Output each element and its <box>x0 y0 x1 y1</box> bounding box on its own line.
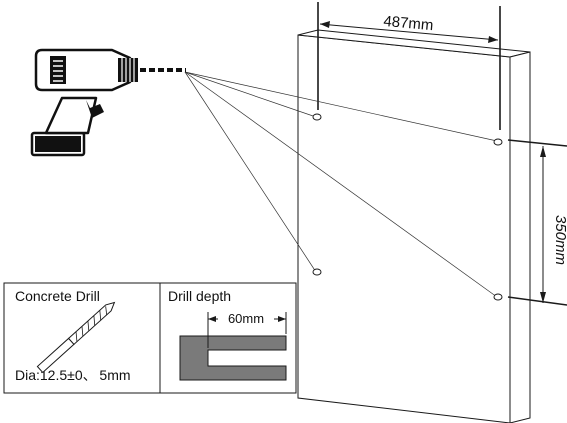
height-ext-line-bottom <box>507 296 567 306</box>
height-ext-line-top <box>507 139 567 147</box>
wall-panel-front <box>297 34 511 423</box>
aim-line-top-right <box>184 71 498 142</box>
height-arrow-top <box>540 146 546 157</box>
hole-bottom-left <box>312 268 322 276</box>
height-dimension <box>507 139 567 306</box>
depth-value-label: 60mm <box>228 311 264 326</box>
hole-bottom-right <box>493 293 503 301</box>
drill-dia-label: Dia:12.5±0、 5mm <box>15 367 131 383</box>
concrete-drill-bit-icon <box>36 301 116 374</box>
aim-line-bottom-right <box>184 71 498 298</box>
power-drill-icon <box>30 48 186 157</box>
drill-holes <box>312 113 503 301</box>
hole-top-right <box>493 138 503 146</box>
width-arrow-right <box>488 36 498 43</box>
wall-panel <box>297 29 531 423</box>
drill-title: Concrete Drill <box>15 288 100 304</box>
wall-panel-side <box>509 51 531 423</box>
width-dim-line <box>319 23 499 41</box>
width-arrow-left <box>320 21 330 28</box>
aim-line-top-left <box>184 71 317 118</box>
hole-top-left <box>312 113 322 121</box>
height-label: 350mm <box>552 215 567 265</box>
width-label: 487mm <box>383 13 434 34</box>
depth-title: Drill depth <box>168 288 231 304</box>
width-dimension <box>317 2 501 130</box>
aim-line-bottom-left <box>184 71 317 273</box>
aim-lines <box>184 71 498 298</box>
height-arrow-bottom <box>540 292 546 303</box>
